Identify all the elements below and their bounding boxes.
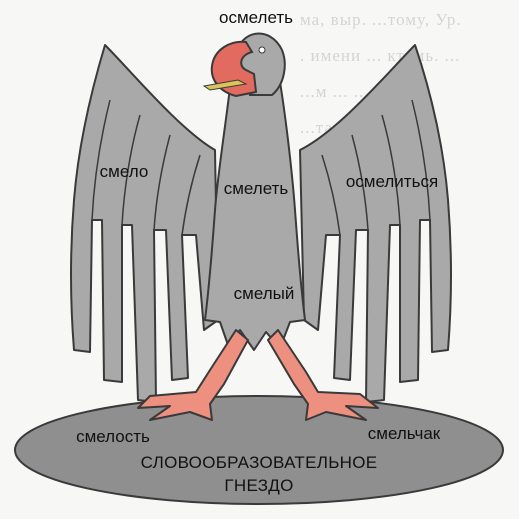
left-wing [71, 45, 218, 402]
eagle-eye [259, 47, 265, 53]
right-base-word-label: смельчак [368, 424, 440, 444]
chest-word-label: смелеть [224, 179, 289, 199]
left-wing-word-label: смело [100, 162, 149, 182]
nest-label: СЛОВООБРАЗОВАТЕЛЬНОЕ ГНЕЗДО [141, 452, 378, 498]
root-word-label: осмелеть [219, 8, 293, 28]
body-word-label: смелый [234, 284, 295, 304]
nest-label-line2: ГНЕЗДО [141, 475, 378, 498]
left-base-word-label: смелость [76, 427, 150, 447]
nest-label-line1: СЛОВООБРАЗОВАТЕЛЬНОЕ [141, 452, 378, 475]
right-wing-word-label: осмелиться [346, 172, 438, 192]
right-wing [300, 45, 451, 402]
